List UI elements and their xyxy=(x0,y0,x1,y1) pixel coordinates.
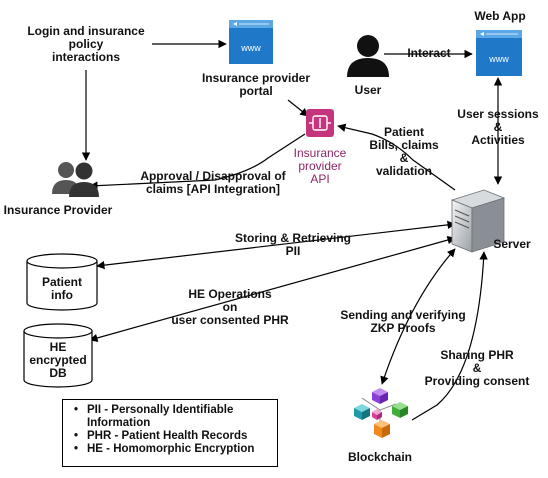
user-sessions-label: User sessions & Activities xyxy=(457,107,539,147)
patient-info-database xyxy=(26,253,98,311)
he-db-label: HE encrypted DB xyxy=(29,340,87,380)
interact-label: Interact xyxy=(407,46,451,60)
sharing-phr-label: Sharing PHR & Providing consent xyxy=(424,348,530,388)
patient-bills-label: Patient Bills, claims & validation xyxy=(369,125,439,178)
legend-box: PII - Personally Identifiable Informatio… xyxy=(62,399,278,467)
arrow-api-to-provider xyxy=(89,133,306,190)
server-label: Server xyxy=(493,237,531,251)
www-webapp-text: www xyxy=(488,54,509,64)
legend-list: PII - Personally Identifiable Informatio… xyxy=(63,404,277,456)
user-icon xyxy=(347,35,389,77)
insurance-provider-group-icon xyxy=(52,162,99,197)
he-encrypted-database xyxy=(23,323,93,388)
web-app-label: Web App xyxy=(474,9,526,23)
legend-item-phr: PHR - Patient Health Records xyxy=(74,430,277,443)
arrow-server-blockchain-zkp xyxy=(380,248,456,385)
patient-info-label: Patient info xyxy=(41,275,82,302)
insurance-api-label: Insurance provider API xyxy=(293,146,347,186)
zkp-proofs-label: Sending and verifying ZKP Proofs xyxy=(340,308,466,335)
storing-retrieving-label: Storing & Retrieving PII xyxy=(234,231,351,258)
insurance-provider-label: Insurance Provider xyxy=(3,203,113,217)
arrow-server-api xyxy=(337,123,456,191)
arrow-portal-to-api xyxy=(287,99,309,117)
www-portal-icon: www xyxy=(229,20,273,64)
www-webapp-icon: www xyxy=(476,30,522,76)
arrow-blockchain-server-sharing xyxy=(411,251,488,421)
server-icon xyxy=(450,189,506,253)
api-gateway-icon xyxy=(306,109,334,137)
approval-claims-label: Approval / Disapproval of claims [API In… xyxy=(140,169,286,196)
www-portal-text: www xyxy=(240,43,261,53)
legend-item-pii: PII - Personally Identifiable Informatio… xyxy=(74,404,277,430)
blockchain-label: Blockchain xyxy=(347,450,413,464)
insurance-portal-label: Insurance provider portal xyxy=(201,71,311,98)
he-operations-label: HE Operations on user consented PHR xyxy=(171,287,289,327)
legend-item-he: HE - Homomorphic Encryption xyxy=(74,443,277,456)
user-label: User xyxy=(354,83,382,97)
blockchain-icon xyxy=(354,388,408,438)
login-interactions-label: Login and insurance policy interactions xyxy=(27,24,145,64)
